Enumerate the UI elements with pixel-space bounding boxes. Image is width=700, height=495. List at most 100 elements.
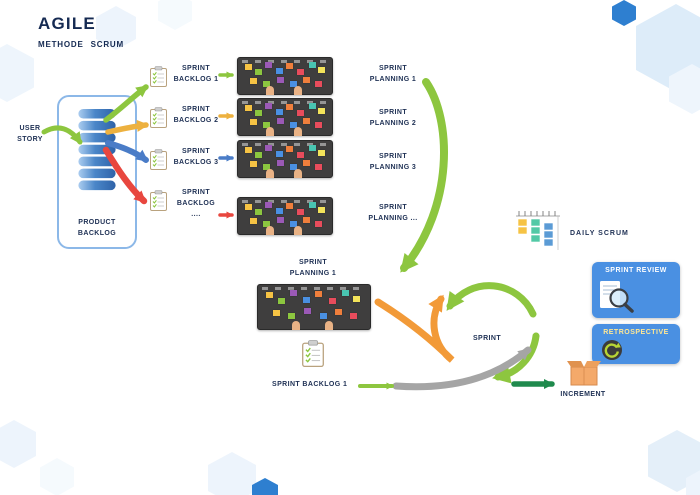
sticky-note — [275, 68, 283, 75]
sticky-note — [265, 62, 273, 69]
sticky-note — [328, 298, 336, 305]
hand-icon — [294, 226, 303, 235]
retrospective-cycle-icon — [602, 340, 622, 360]
hexagon-decoration — [252, 478, 278, 495]
retrospective-box: RETROSPECTIVE — [592, 324, 680, 364]
sticky-note — [275, 151, 283, 158]
sticky-note — [265, 145, 273, 152]
sticky-note — [302, 118, 310, 125]
sticky-note — [315, 122, 323, 129]
sticky-note — [317, 108, 325, 115]
hand-icon — [294, 86, 303, 95]
sticky-note — [244, 146, 252, 153]
sticky-note — [265, 202, 273, 209]
sticky-note — [317, 67, 325, 74]
sprint-review-label: SPRINT REVIEW — [605, 267, 667, 274]
sticky-note — [302, 217, 310, 224]
sticky-note — [276, 117, 284, 124]
sticky-note — [297, 68, 305, 75]
sticky-note — [297, 151, 305, 158]
hexagon-decoration — [40, 458, 74, 495]
hand-icon — [266, 226, 275, 235]
sticky-note — [275, 109, 283, 116]
sticky-note — [353, 296, 361, 303]
daily-scrum-chart-icon — [516, 211, 560, 250]
center-sprint-backlog-label: SPRINT BACKLOG 1 — [272, 381, 348, 388]
sticky-note — [285, 203, 293, 210]
sticky-note — [290, 290, 298, 297]
sprint-planning-n-label: SPRINT PLANNING ... — [368, 204, 418, 222]
sticky-note — [289, 164, 297, 171]
magnifier-document-icon — [600, 281, 634, 313]
sticky-note — [315, 221, 323, 228]
retrospective-label: RETROSPECTIVE — [603, 329, 669, 336]
daily-scrum-label: DAILY SCRUM — [570, 230, 629, 237]
sticky-note — [250, 119, 258, 126]
hand-icon — [266, 169, 275, 178]
sticky-note — [335, 308, 343, 315]
sprint-review-box: SPRINT REVIEW — [592, 262, 680, 318]
sticky-note — [315, 291, 323, 298]
hand-icon — [266, 127, 275, 136]
sticky-note — [288, 313, 296, 320]
sticky-note — [319, 313, 327, 320]
sprint-planning-2-label: SPRINT PLANNING 2 — [369, 109, 417, 127]
sticky-note — [254, 151, 262, 158]
hexagon-decoration — [0, 44, 34, 102]
hexagon-decoration — [158, 0, 192, 30]
hand-icon — [291, 321, 300, 330]
sprint-backlog-2-label: SPRINT BACKLOG 2 — [173, 106, 219, 124]
sprint-cycle-label: SPRINT — [472, 335, 502, 342]
sticky-note — [250, 218, 258, 225]
sticky-note — [254, 109, 262, 116]
sticky-note — [285, 146, 293, 153]
sprint-planning-3-label: SPRINT PLANNING 3 — [369, 153, 417, 171]
sticky-note — [289, 81, 297, 88]
database-cylinder-icon — [77, 107, 117, 192]
arrow-backlog1-to-cycle-gray — [392, 346, 532, 391]
sticky-note — [250, 78, 258, 85]
sprint-planning-1-label: SPRINT PLANNING 1 — [369, 65, 417, 83]
sprint-cycle-arc-top — [446, 282, 537, 318]
sprint-backlog-1-clipboard-icon — [150, 66, 167, 87]
sticky-note — [263, 122, 271, 129]
sticky-note — [302, 160, 310, 167]
sticky-note — [244, 104, 252, 111]
sprint-backlog-1-label: SPRINT BACKLOG 1 — [173, 65, 219, 83]
increment-label: INCREMENT — [560, 391, 606, 398]
sticky-note — [276, 216, 284, 223]
sticky-note — [265, 292, 273, 299]
sticky-note — [285, 104, 293, 111]
sprint-backlog-n-clipboard-icon — [150, 190, 167, 211]
sprint-backlog-n-label: SPRINT BACKLOG .... — [176, 189, 216, 218]
sticky-note — [308, 202, 316, 209]
sticky-note — [289, 122, 297, 129]
sticky-note — [254, 68, 262, 75]
sticky-note — [276, 159, 284, 166]
sticky-note — [303, 307, 311, 314]
sticky-note — [244, 63, 252, 70]
center-scrum-board — [257, 284, 371, 330]
sticky-note — [250, 161, 258, 168]
sticky-note — [272, 309, 280, 316]
sticky-note — [302, 297, 310, 304]
scrum-board-3 — [237, 140, 333, 178]
sticky-note — [254, 208, 262, 215]
hand-icon — [294, 169, 303, 178]
sticky-note — [308, 62, 316, 69]
sticky-note — [244, 203, 252, 210]
sticky-note — [317, 207, 325, 214]
hand-icon — [325, 321, 334, 330]
sprint-backlog-3-label: SPRINT BACKLOG 3 — [173, 148, 219, 166]
increment-box-icon — [567, 361, 601, 386]
sprint-backlog-2-clipboard-icon — [150, 107, 167, 128]
page-title: AGILE — [38, 14, 96, 33]
product-backlog-label: PRODUCT BACKLOG — [77, 219, 117, 237]
sticky-note — [342, 290, 349, 297]
sticky-note — [315, 81, 323, 88]
user-story-label: USER STORY — [17, 125, 43, 143]
sticky-note — [297, 208, 305, 215]
hexagon-decoration — [208, 452, 256, 495]
sticky-note — [285, 63, 293, 70]
